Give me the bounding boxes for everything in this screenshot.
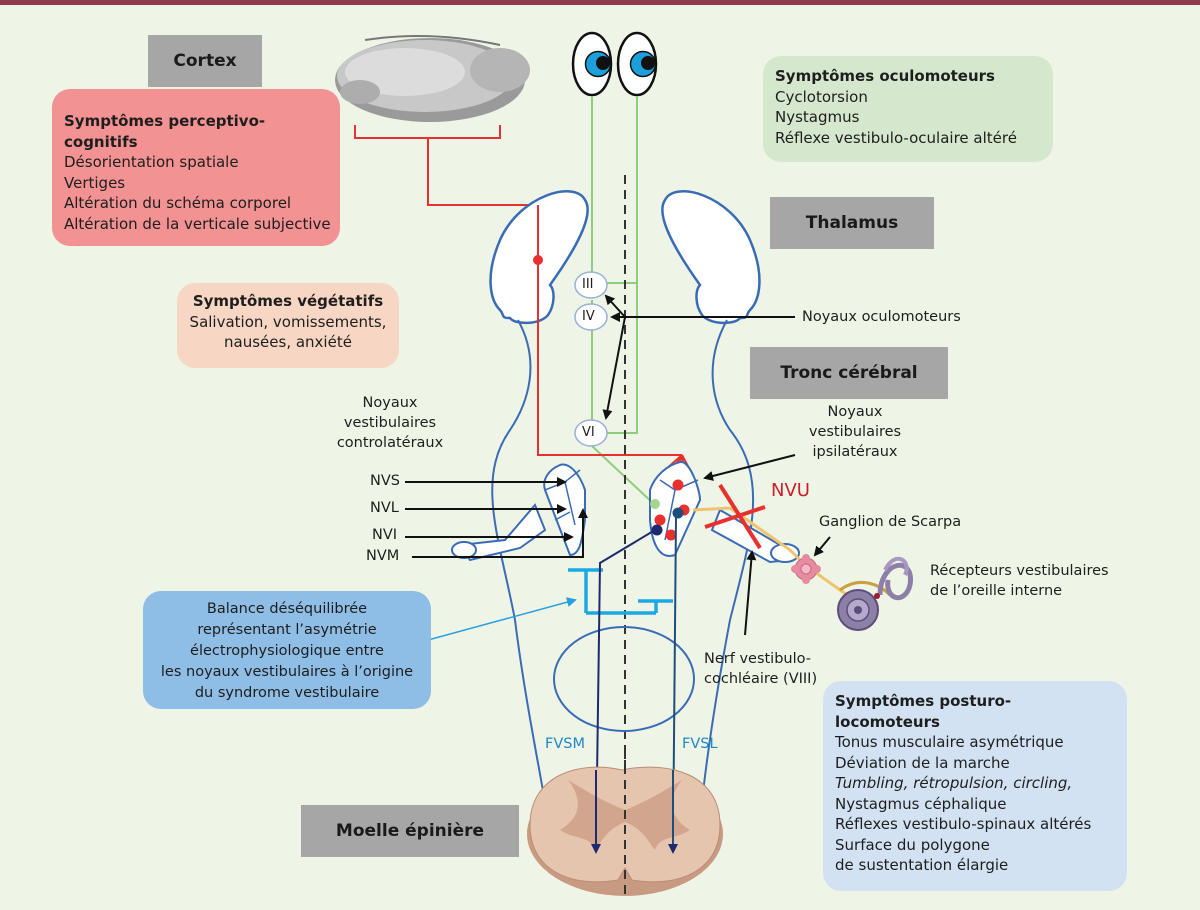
oculomotor-symptoms-box: Symptômes oculomoteurs Cyclotorsion Nyst… [763, 56, 1053, 162]
lesion-cross-icon [704, 483, 766, 550]
cortex-bracket [354, 125, 538, 206]
region-label-cortex: Cortex [148, 35, 262, 87]
nucleus-IV [574, 303, 608, 331]
nvi-label: NVI [372, 527, 398, 543]
vegetative-title: Symptômes végétatifs [192, 292, 384, 310]
posturo-item: Nystagmus céphalique [835, 794, 1007, 813]
receptors-label-line: Récepteurs vestibulaires [930, 563, 1109, 579]
fvsl-label: FVSL [682, 736, 718, 752]
scarpa-arrow [813, 536, 831, 557]
posturo-item: Réflexes vestibulo-spinaux altérés [835, 815, 1092, 833]
nucleus-dot [650, 499, 660, 509]
thalamus-relay-dot [533, 255, 543, 265]
vegetative-symptoms-box: Symptômes végétatifs Salivation, vomisse… [177, 283, 399, 368]
balance-note-line: du syndrome vestibulaire [194, 685, 380, 701]
brainstem-outline [489, 190, 761, 821]
nerve-label: Nerf vestibulo- cochléaire (VIII) [704, 649, 817, 689]
posturo-item: Tumbling, rétropulsion, circling, [835, 774, 1073, 792]
ipsilateral-vestibular-nuclei [649, 461, 800, 564]
nucleus-dot [665, 529, 677, 541]
perceptive-item: Vertiges [64, 173, 126, 192]
balance-icon [568, 568, 673, 615]
ipsilateral-label-line: ipsilatéraux [812, 444, 898, 460]
posturo-symptoms-box: Symptômes posturo-locomoteurs Tonus musc… [823, 681, 1127, 891]
posturo-item: Surface du polygone [835, 835, 990, 854]
eyes-icon [571, 31, 658, 97]
balance-note-line: les noyaux vestibulaires à l’origine [160, 664, 414, 680]
posturo-title: Symptômes posturo-locomoteurs [835, 692, 1012, 731]
perceptive-item: Altération de la verticale subjective [64, 214, 331, 233]
nucleus-dot [651, 524, 663, 536]
medulla-oval [553, 626, 695, 732]
nucleus-VI-label: VI [582, 425, 595, 440]
vegetative-item: Salivation, vomissements, [189, 312, 387, 331]
posturo-item: de sustentation élargie [835, 856, 1009, 874]
contralateral-nuclei-label: Noyaux vestibulaires controlatéraux [320, 393, 460, 453]
contralateral-label-line: controlatéraux [336, 435, 444, 451]
balance-note-line: représentant l’asymétrie [197, 622, 377, 638]
contralateral-vestibular-nuclei [451, 463, 586, 562]
nvl-label: NVL [370, 500, 399, 516]
nerve-label-line: cochléaire (VIII) [704, 671, 818, 687]
nvu-label: NVU [771, 480, 810, 501]
receptors-label: Récepteurs vestibulaires de l’oreille in… [930, 561, 1109, 601]
ipsilateral-nuclei-label: Noyaux vestibulaires ipsilatéraux [790, 402, 920, 462]
nucleus-dot [672, 507, 684, 519]
nerve-label-line: Nerf vestibulo- [704, 651, 812, 667]
nucleus-III [574, 271, 608, 299]
nvm-label: NVM [366, 548, 400, 564]
nucleus-dot [672, 479, 684, 491]
perceptive-symptoms-box: Symptômes perceptivo-cognitifs Désorient… [52, 89, 340, 246]
nerve-arrow [744, 550, 757, 636]
vestibular-nuclei-arrows [405, 477, 588, 558]
nucleus-IV-label: IV [582, 309, 595, 324]
oculomotor-item: Cyclotorsion [775, 87, 868, 106]
balance-pointer-arrow [427, 597, 577, 641]
brain-illustration [335, 35, 530, 122]
perceptive-item: Altération du schéma corporel [64, 194, 292, 212]
region-label-brainstem: Tronc cérébral [750, 347, 948, 399]
vestibular-nerve [692, 506, 871, 612]
vegetative-item: nausées, anxiété [224, 333, 352, 351]
fvsm-label: FVSM [545, 736, 585, 752]
fvsm-tract [591, 529, 656, 852]
nucleus-VI [574, 419, 608, 447]
perceptive-item: Désorientation spatiale [64, 153, 239, 171]
balance-note-line: électrophysiologique entre [190, 643, 384, 659]
scarpa-label: Ganglion de Scarpa [819, 514, 962, 530]
ipsilateral-label-line: vestibulaires [808, 424, 902, 440]
top-bar [0, 0, 1200, 5]
ipsilateral-arrow [703, 454, 796, 481]
contralateral-label-line: vestibulaires [343, 415, 437, 431]
oculomotor-title: Symptômes oculomoteurs [775, 67, 995, 85]
ipsilateral-label-line: Noyaux [827, 404, 883, 420]
oculomotor-nuclei-label: Noyaux oculomoteurs [802, 309, 961, 325]
oculomotor-arrows [602, 294, 795, 420]
oculomotor-item: Nystagmus [775, 108, 860, 126]
region-label-spinal-cord: Moelle épinière [301, 805, 519, 857]
inner-ear-illustration [837, 556, 913, 631]
posturo-item: Tonus musculaire asymétrique [835, 733, 1064, 751]
contralateral-label-line: Noyaux [362, 395, 418, 411]
balance-note-box: Balance déséquilibrée représentant l’asy… [143, 591, 431, 709]
region-label-thalamus: Thalamus [770, 197, 934, 249]
oculomotor-item: Réflexe vestibulo-oculaire altéré [775, 128, 1017, 147]
perceptive-title: Symptômes perceptivo-cognitifs [64, 112, 266, 151]
scarpa-ganglion-icon [791, 554, 821, 584]
receptors-label-line: de l’oreille interne [930, 583, 1063, 599]
nvs-label: NVS [370, 473, 400, 489]
posturo-item: Déviation de la marche [835, 753, 1010, 772]
balance-note-line: Balance déséquilibrée [206, 601, 368, 617]
nucleus-III-label: III [582, 277, 594, 292]
nucleus-dot [654, 514, 666, 526]
